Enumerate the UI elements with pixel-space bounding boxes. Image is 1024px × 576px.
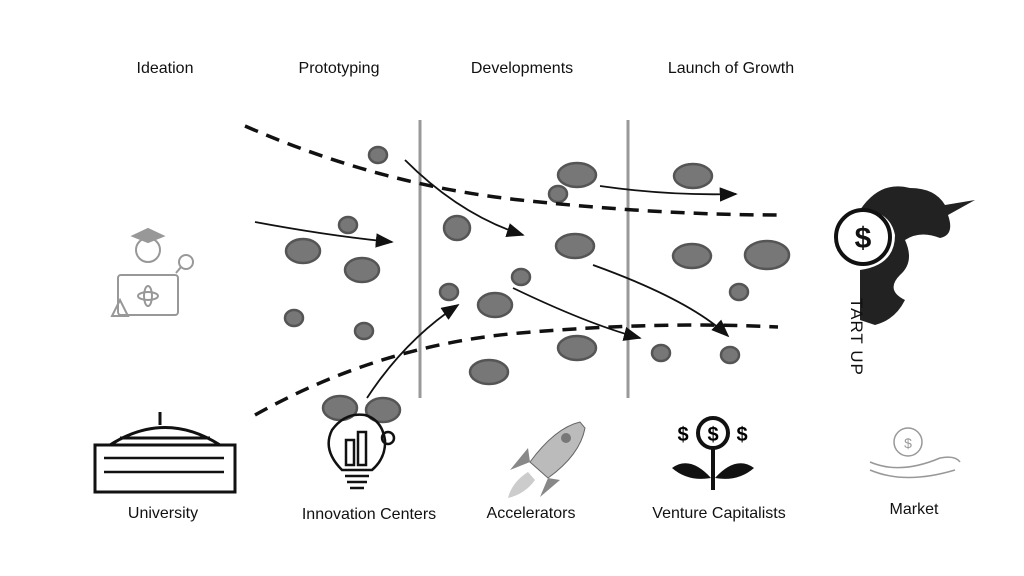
bubble	[353, 321, 375, 341]
startup-bubbles	[283, 145, 791, 424]
stage-prototyping: Prototyping	[298, 60, 380, 77]
svg-text:$: $	[855, 222, 872, 255]
bubble	[510, 267, 532, 287]
actor-university: University	[127, 505, 199, 522]
bubble	[556, 161, 598, 189]
hand-gear-dollar-icon: $	[869, 427, 961, 479]
bubble	[728, 282, 750, 302]
bubble	[672, 162, 714, 190]
stage-divider-lines	[418, 120, 630, 398]
flow-arrow	[592, 264, 730, 338]
bubble	[671, 242, 713, 270]
bubble	[438, 282, 460, 302]
funnel-top-dashed-line	[244, 124, 781, 217]
researcher-laptop-icon	[110, 227, 194, 317]
svg-text:$: $	[707, 424, 718, 446]
rocket-icon	[508, 421, 586, 498]
funnel-bottom-dashed-line	[254, 323, 779, 417]
university-icon	[93, 412, 237, 494]
funnel-boundaries	[244, 124, 781, 417]
bubble	[476, 291, 514, 319]
bubble	[556, 334, 598, 362]
bubble	[283, 308, 305, 328]
bubble	[367, 145, 389, 165]
stage-ideation: Ideation	[136, 60, 194, 77]
flow-arrow	[599, 185, 738, 202]
bubble	[284, 237, 322, 265]
bubble	[364, 396, 402, 424]
flow-arrow	[254, 221, 394, 248]
startup-logo-text: TART UP	[847, 298, 866, 376]
bubble	[719, 345, 741, 365]
svg-text:$: $	[677, 424, 688, 446]
stage-launch-of-growth: Launch of Growth	[667, 60, 795, 77]
actor-innovation-centers: Innovation Centers	[301, 506, 437, 523]
lightbulb-city-icon	[327, 413, 396, 490]
flow-arrow	[404, 159, 525, 237]
unicorn-dollar-icon: $	[834, 186, 975, 325]
stage-developments: Developments	[470, 60, 574, 77]
bubble	[650, 343, 672, 363]
bubble	[547, 184, 569, 204]
money-plant-icon: $ $ $	[672, 416, 754, 490]
bubble	[743, 239, 791, 271]
svg-text:$: $	[736, 424, 747, 446]
flow-arrow	[512, 287, 642, 341]
svg-text:$: $	[904, 435, 912, 451]
actor-venture-capitalists: Venture Capitalists	[652, 505, 786, 522]
flow-arrow	[366, 304, 460, 399]
actor-market: Market	[889, 501, 939, 518]
flow-arrows	[254, 159, 738, 399]
bubble	[554, 232, 596, 260]
bubble	[468, 358, 510, 386]
bubble	[442, 214, 472, 242]
actor-accelerators: Accelerators	[486, 505, 576, 522]
bubble	[343, 256, 381, 284]
bubble	[337, 215, 359, 235]
